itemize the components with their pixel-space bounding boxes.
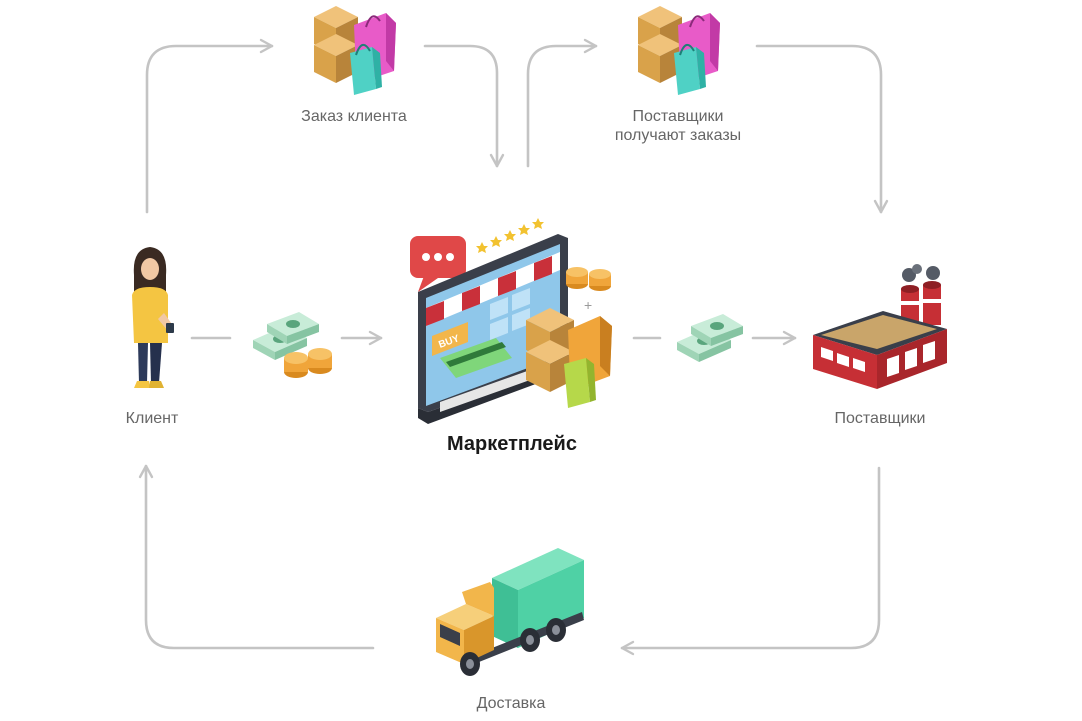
label-customer-order: Заказ клиента (301, 108, 407, 125)
speech-bubble-icon (410, 236, 466, 292)
arrow-supplier-orders-to-factory (755, 44, 889, 214)
woman-icon (132, 247, 174, 388)
label-delivery: Доставка (476, 695, 546, 712)
arrow-factory-to-delivery (620, 466, 881, 656)
computer-store-icon: BUY + (410, 218, 612, 424)
label-suppliers-receive-orders: Поставщики получают заказы (614, 108, 742, 144)
factory-icon (813, 264, 947, 389)
arrow-order-to-marketplace (423, 44, 505, 168)
label-client: Клиент (125, 410, 179, 427)
label-suppliers: Поставщики (834, 410, 926, 427)
money-icon (253, 312, 319, 360)
shopping-icon (314, 6, 396, 95)
coins-icon (284, 348, 332, 378)
stars-icon (476, 218, 544, 253)
arrow-client-to-order (145, 38, 274, 214)
arrow-delivery-to-client (138, 464, 375, 650)
money-icon (677, 314, 743, 362)
arrow-marketplace-to-supplier-orders (526, 38, 598, 168)
svg-text:+: + (584, 297, 592, 313)
label-marketplace: Маркетплейс (447, 433, 577, 455)
truck-icon (436, 548, 584, 676)
credit-card-icon (440, 338, 512, 378)
shopping-icon (638, 6, 720, 95)
